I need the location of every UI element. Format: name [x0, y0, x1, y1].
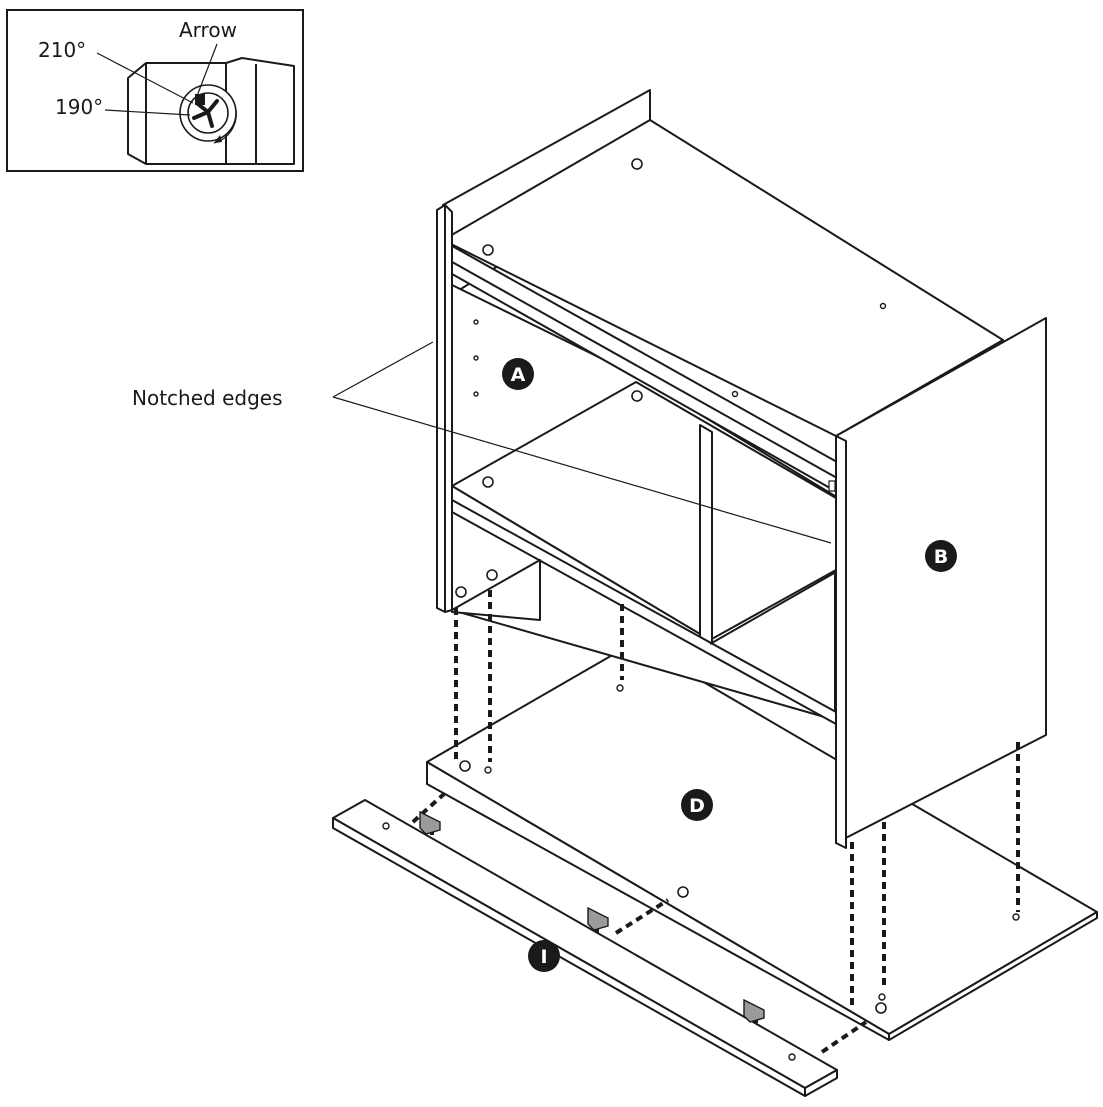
part-badge-a: A [502, 358, 534, 390]
side-panel-b-edge [835, 435, 847, 849]
leader-notched-1 [332, 341, 434, 398]
side-panel-a-cam [486, 569, 498, 581]
part-label-d: D [689, 795, 705, 817]
panel-d-cam [459, 760, 471, 772]
l-bracket-icon [587, 906, 609, 931]
guide-line [402, 792, 446, 832]
part-badge-i: I [528, 940, 560, 972]
bottom-shelf-edge [709, 571, 837, 645]
panel-d-hole [1012, 913, 1020, 921]
top-panel [442, 119, 1004, 437]
notched-edges-callout: Notched edges [132, 341, 832, 544]
cabinet [436, 89, 1047, 849]
side-panel-a-cam [455, 586, 467, 598]
side-panel-a-hole [473, 355, 479, 361]
panel-d-hole [616, 684, 624, 692]
leader-arrow [196, 43, 218, 97]
cam-screw-cross [192, 99, 219, 128]
guide-line [614, 898, 670, 935]
cam-lock-inset: Arrow 210° 190° [6, 9, 304, 172]
shelf-cam [631, 390, 643, 402]
front-rail-i [332, 799, 838, 1097]
panel-d-cam [677, 886, 689, 898]
side-panel-a-hole [473, 391, 479, 397]
rail-i-end-edge [804, 1069, 838, 1097]
leader-210 [96, 52, 194, 104]
panel-d-hole [484, 766, 492, 774]
cam-arrow-marker [195, 94, 205, 105]
rotation-arrow-head-icon [214, 135, 222, 143]
panel-d-cam [875, 1002, 887, 1014]
label-arrow: Arrow [179, 18, 237, 42]
top-panel-hole [879, 302, 887, 310]
shelf-cam [482, 476, 494, 488]
top-panel-cam [631, 158, 643, 170]
leader-notched-2 [332, 396, 832, 544]
part-badge-b: B [925, 540, 957, 572]
part-label-i: I [540, 946, 547, 968]
l-bracket-icon [419, 810, 441, 835]
inset-panel-right [225, 57, 295, 165]
lower-back-strip [451, 559, 541, 621]
side-panel-a-hole [473, 319, 479, 325]
top-panel-hole [731, 390, 739, 398]
label-210: 210° [38, 38, 86, 62]
front-rail-edge [444, 257, 838, 479]
top-panel-cam [482, 244, 494, 256]
label-190: 190° [55, 95, 103, 119]
assembly-guides [402, 590, 1020, 1054]
label-notched-edges: Notched edges [132, 386, 283, 410]
rail-end-mark [828, 480, 836, 492]
vertical-divider [699, 424, 713, 645]
part-badge-d: D [681, 789, 713, 821]
panel-d-side-edge [888, 911, 1098, 1041]
part-label-b: B [934, 546, 948, 568]
part-label-a: A [511, 364, 526, 386]
rail-i-hole [788, 1053, 796, 1061]
panel-d-hole [878, 993, 886, 1001]
leader-190 [104, 109, 191, 116]
guide-line [820, 1020, 868, 1054]
l-bracket-icon [743, 998, 765, 1023]
bottom-panel-d [426, 641, 1098, 1041]
rail-i-hole [382, 822, 390, 830]
